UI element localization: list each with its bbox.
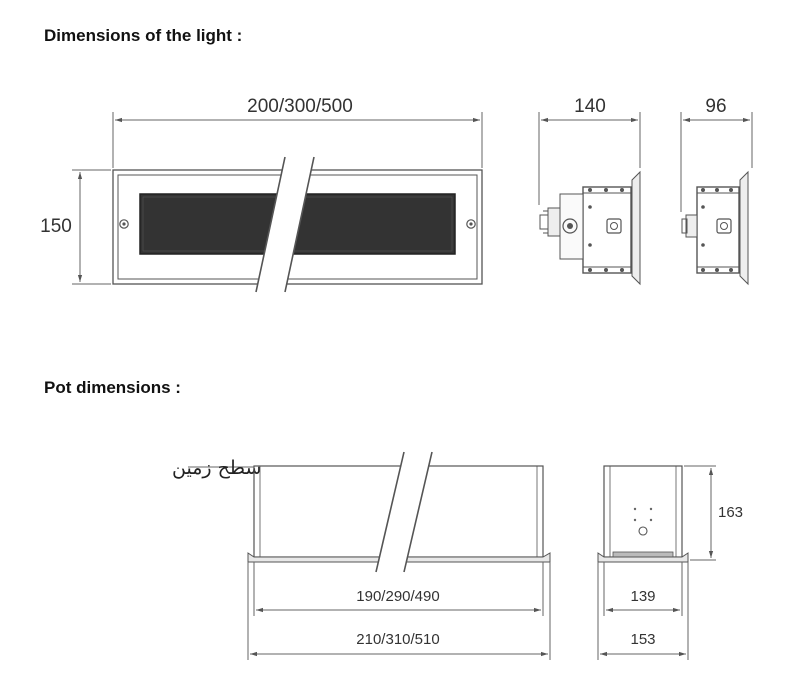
gland-icon: [562, 218, 578, 234]
pot-outer-width-dimension: [597, 562, 689, 660]
pot-height-label: 163: [718, 504, 743, 521]
side-view-b-bolts: [701, 188, 733, 272]
ground-symbol-icon: [606, 218, 622, 234]
pot-dimensions-heading: Pot dimensions :: [44, 378, 181, 397]
pot-outer-length-dimension: [247, 562, 551, 660]
screw-icon: [119, 219, 129, 229]
pot-inner-length-label: 190/290/490: [356, 588, 439, 605]
light-side-view-a: [539, 170, 641, 286]
screw-icon: [466, 219, 476, 229]
side-depth-a-dimension: [538, 112, 641, 205]
pot-height-dimension: [684, 465, 716, 561]
break-mark: [255, 156, 315, 293]
front-length-label: 200/300/500: [247, 96, 353, 117]
pot-inner-length-dimension: [253, 562, 544, 616]
side-view-a-bolts: [588, 188, 624, 272]
pot-inner-width-label: 139: [630, 588, 655, 605]
front-height-dimension: [72, 169, 111, 285]
ground-level-label: سطح زمین: [172, 457, 261, 479]
side-depth-a-label: 140: [574, 96, 606, 117]
pot-outer-length-label: 210/310/510: [356, 631, 439, 648]
break-mark: [375, 451, 433, 573]
pot-outer-width-label: 153: [630, 631, 655, 648]
pot-side-dots: [633, 507, 653, 522]
front-length-dimension: [112, 112, 483, 168]
light-dimensions-heading: Dimensions of the light :: [44, 26, 243, 45]
ground-symbol-icon: [716, 218, 732, 234]
side-depth-b-dimension: [680, 112, 753, 212]
pot-side-view: [597, 465, 689, 563]
side-depth-b-label: 96: [705, 96, 726, 117]
pot-inner-width-dimension: [603, 562, 683, 616]
light-side-view-b: [681, 170, 749, 286]
drain-hole-icon: [638, 526, 648, 536]
front-height-label: 150: [40, 216, 72, 237]
